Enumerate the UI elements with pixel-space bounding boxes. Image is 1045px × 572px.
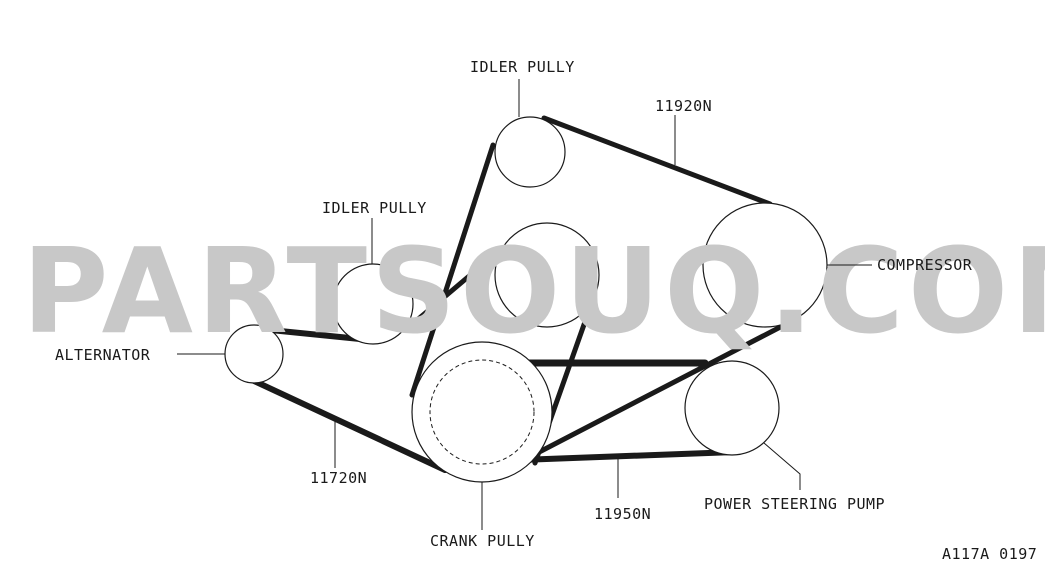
label-belt-11920N: 11920N: [655, 97, 712, 115]
label-power-steering-pump: POWER STEERING PUMP: [704, 495, 885, 513]
power-steering-pump-pulley: [684, 360, 780, 456]
label-belt-11720N: 11720N: [310, 469, 367, 487]
belt-11920N: [409, 115, 793, 465]
idler-pulley-top: [494, 116, 566, 188]
label-alternator: ALTERNATOR: [55, 346, 151, 364]
idler-pulley-center: [494, 222, 600, 328]
label-crank-pulley: CRANK PULLY: [430, 532, 535, 550]
watermark: PARTSOUQ.COM: [22, 222, 1045, 360]
label-idler-pulley-mid: IDLER PULLY: [322, 199, 427, 217]
label-belt-11950N: 11950N: [594, 505, 651, 523]
figure-code: A117A 0197: [942, 545, 1037, 563]
crank-pulley: [411, 341, 553, 483]
leader-lines: [177, 79, 872, 530]
label-compressor: COMPRESSOR: [877, 256, 973, 274]
label-idler-pulley-top: IDLER PULLY: [470, 58, 575, 76]
idler-pulley-left: [332, 263, 414, 345]
